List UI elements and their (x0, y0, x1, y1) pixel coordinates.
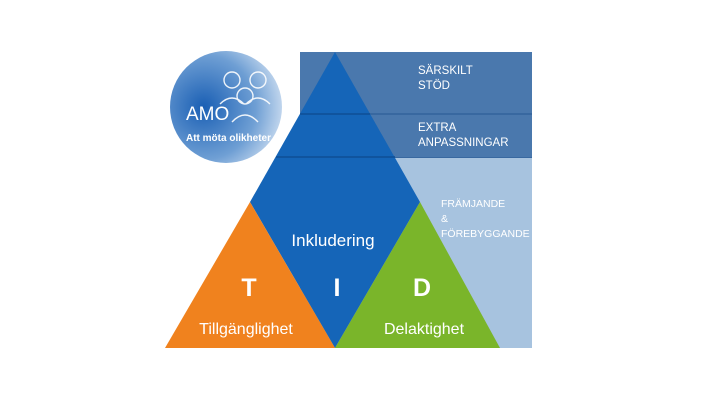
tier-top-line2: STÖD (418, 80, 450, 92)
tier-base-line2: & (441, 213, 448, 225)
label-delaktighet: Delaktighet (384, 321, 465, 338)
tier-base-line3: FÖREBYGGANDE (441, 228, 530, 240)
letter-d: D (413, 274, 431, 302)
tier-base-line1: FRÄMJANDE (441, 198, 505, 210)
triangle-delaktighet (335, 202, 500, 348)
letter-t: T (241, 274, 256, 302)
tier-top-line1: SÄRSKILT (418, 65, 473, 77)
triangle-inkludering (250, 202, 420, 348)
tier-middle-line1: EXTRA (418, 122, 457, 134)
pyramid-top (250, 52, 420, 202)
triangle-tillganglighet (165, 202, 335, 348)
label-inkludering: Inkludering (291, 231, 374, 250)
tier-middle-line2: ANPASSNINGAR (418, 137, 509, 149)
logo-circle (170, 51, 282, 163)
people-icon (219, 71, 271, 123)
label-tillganglighet: Tillgänglighet (199, 321, 293, 338)
logo-title: AMO (186, 104, 229, 125)
logo-subtitle: Att möta olikheter (186, 133, 271, 144)
letter-i: I (334, 274, 341, 302)
